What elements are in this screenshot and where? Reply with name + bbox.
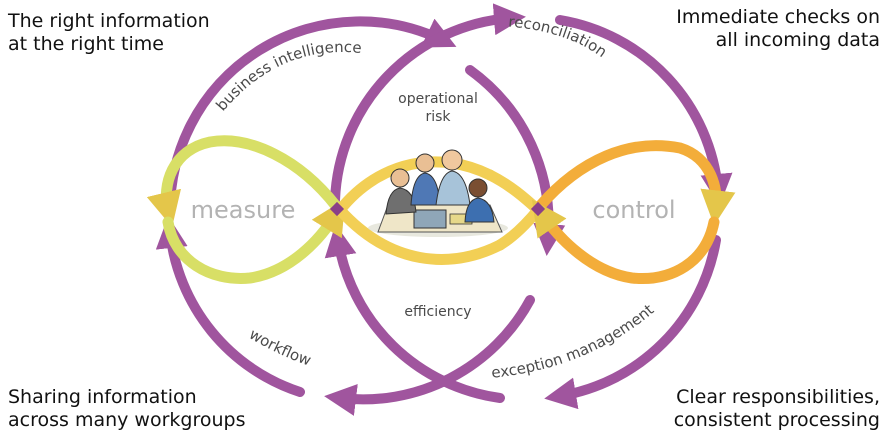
- corner-note-bottom-left: Sharing information across many workgrou…: [8, 386, 245, 432]
- label-business-intelligence: business intelligence: [212, 38, 362, 115]
- corner-note-line: Sharing information: [8, 386, 197, 408]
- corner-note-line: Clear responsibilities,: [676, 386, 880, 408]
- label-risk: risk: [425, 109, 451, 125]
- label-workflow: workflow: [246, 325, 314, 370]
- left-crossing-node: [329, 201, 345, 217]
- label-control: control: [592, 196, 675, 224]
- corner-note-line: at the right time: [8, 33, 164, 55]
- corner-note-top-right: Immediate checks on all incoming data: [676, 6, 880, 52]
- corner-note-line: The right information: [8, 10, 210, 32]
- business-team-illustration: [368, 149, 508, 237]
- right-ring: [324, 3, 733, 410]
- corner-note-line: consistent processing: [673, 409, 880, 431]
- corner-note-line: Immediate checks on: [676, 6, 880, 28]
- corner-note-top-left: The right information at the right time: [8, 10, 210, 56]
- corner-note-line: all incoming data: [715, 29, 880, 51]
- corner-note-bottom-right: Clear responsibilities, consistent proce…: [674, 386, 880, 432]
- label-operational: operational: [398, 91, 478, 107]
- corner-note-line: across many workgroups: [8, 409, 246, 431]
- label-measure: measure: [191, 196, 296, 224]
- label-efficiency: efficiency: [404, 304, 471, 320]
- right-crossing-node: [530, 201, 546, 217]
